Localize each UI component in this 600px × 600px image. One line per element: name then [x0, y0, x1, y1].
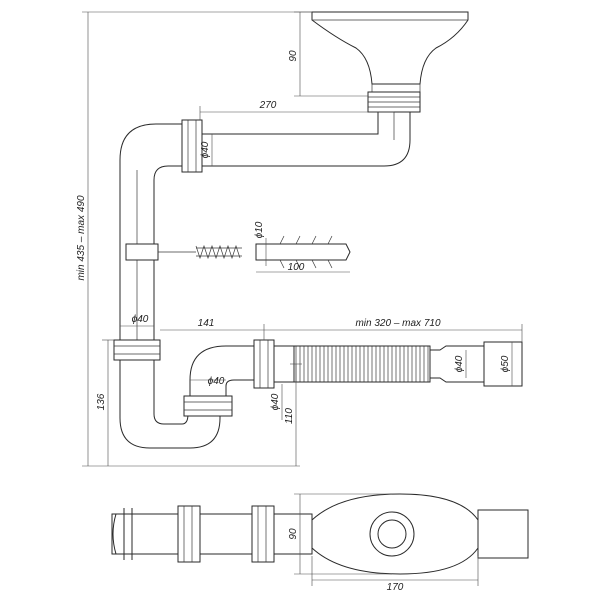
plan-length-label: 170	[387, 582, 404, 593]
wall-bracket	[125, 243, 242, 261]
upper-pipe	[119, 112, 411, 340]
bottle-trap	[113, 339, 254, 449]
outlet-diameter-label: ϕ50	[500, 355, 511, 372]
trap-offset-label: 141	[198, 318, 215, 329]
sink-funnel	[311, 11, 469, 113]
vertical-pipe-diameter-label: ϕ40	[132, 314, 149, 325]
outlet-elbow-diameter-label: ϕ40	[270, 393, 281, 410]
outlet-height-label: 110	[284, 408, 295, 424]
corrugated-hose	[253, 339, 523, 389]
funnel-height-label: 90	[288, 50, 299, 62]
corrugated-length-label: min 320 – max 710	[355, 318, 440, 329]
plan-width-label: 90	[288, 528, 299, 540]
wall-plug	[255, 235, 351, 269]
trap-height-label: 136	[96, 393, 107, 410]
corrugated-diameter-label: ϕ40	[454, 355, 465, 372]
plan-view	[111, 493, 529, 575]
top-pipe-diameter-label: ϕ40	[200, 141, 211, 158]
anchor-diameter-label: ϕ10	[254, 221, 265, 238]
dimension-lines	[82, 11, 523, 586]
trap-elbow-diameter-label: ϕ40	[208, 376, 225, 387]
total-height-label: min 435 – max 490	[76, 195, 87, 280]
top-pipe-length-label: 270	[259, 100, 277, 111]
anchor-length-label: 100	[288, 262, 305, 273]
dimension-labels: 90 270 ϕ40 min 435 – max 490 ϕ10 100 ϕ40…	[76, 50, 511, 593]
